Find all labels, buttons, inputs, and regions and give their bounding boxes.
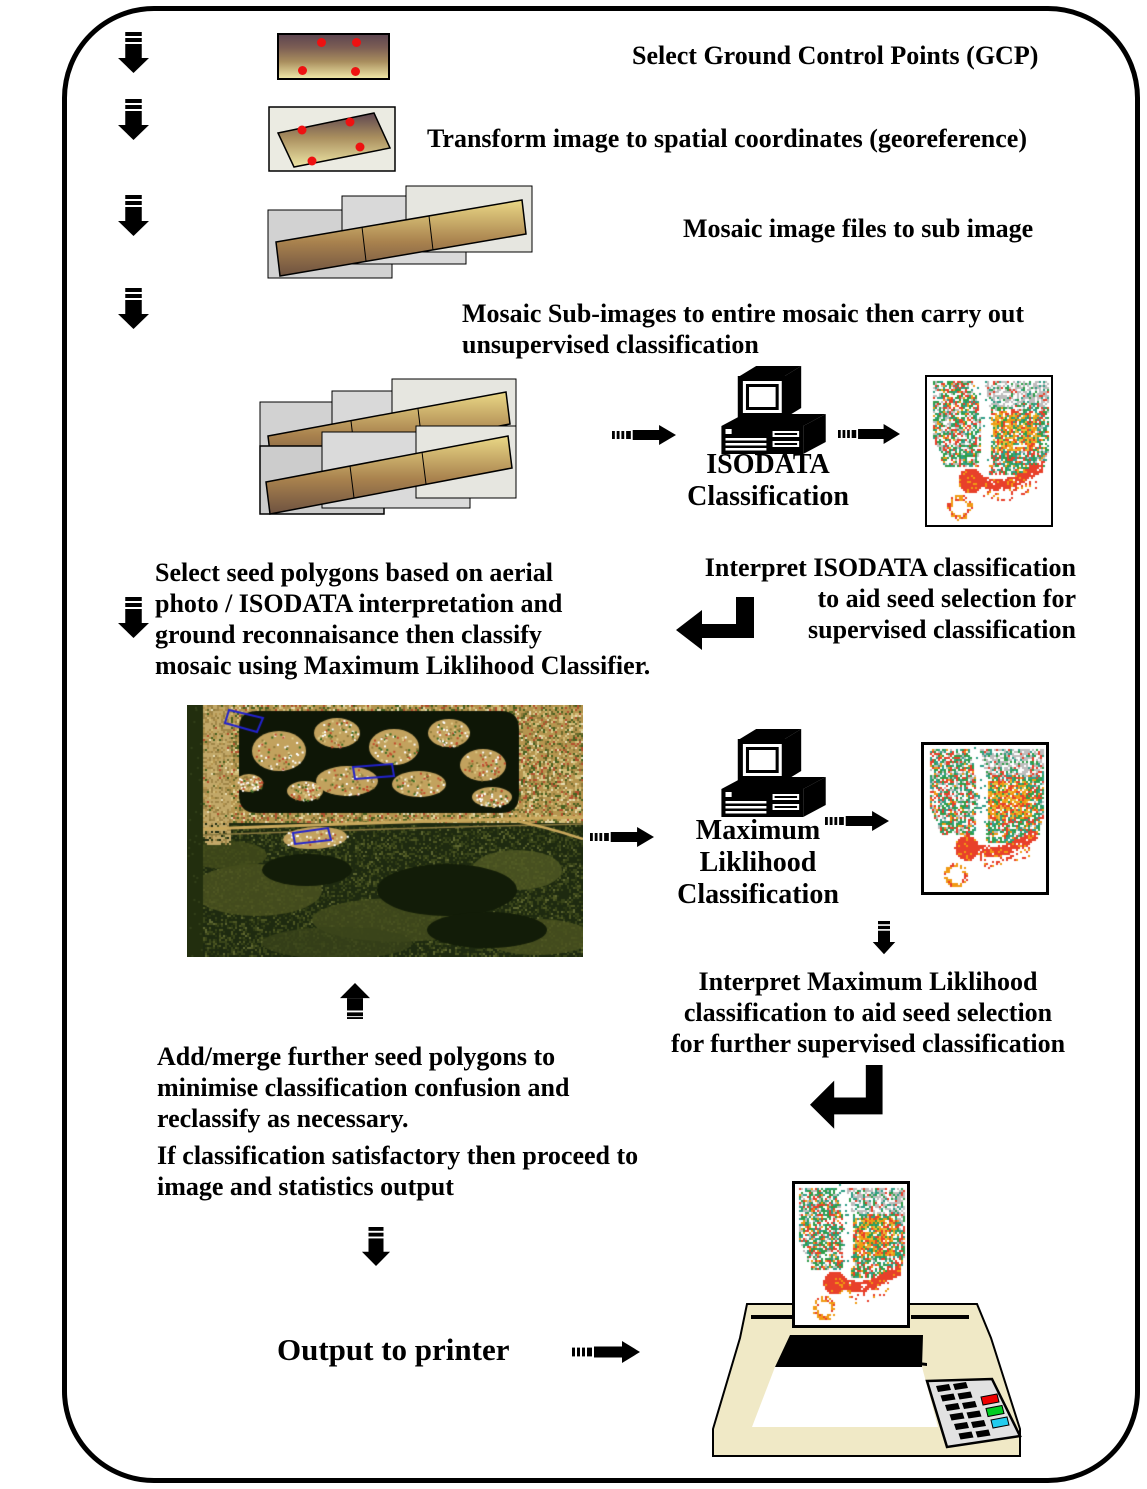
text-line: Liklihood — [699, 847, 817, 878]
label-interpret-isodata: Interpret ISODATA classification to aid … — [640, 552, 1076, 645]
label-select-gcp: Select Ground Control Points (GCP) — [632, 40, 1038, 71]
text-line: classification to aid seed selection — [683, 998, 1053, 1027]
gcp-point — [298, 66, 307, 75]
classified-map-canvas — [924, 745, 1046, 892]
gcp-point — [317, 38, 326, 47]
striped-down-arrow-icon — [361, 1227, 391, 1267]
text-line: Maximum — [695, 815, 821, 846]
text-line: image and statistics output — [157, 1172, 454, 1201]
text-line: Classification — [677, 879, 839, 910]
striped-right-arrow-icon — [572, 1341, 640, 1363]
aerial-photo-image — [187, 705, 583, 957]
text-line: minimise classification confusion and — [157, 1073, 570, 1102]
text-line: reclassify as necessary. — [157, 1104, 409, 1133]
flowchart-border — [62, 6, 1140, 1483]
text-line: Mosaic Sub-images to entire mosaic then … — [462, 299, 1025, 328]
label-georeference: Transform image to spatial coordinates (… — [427, 123, 1027, 154]
isodata-result-map — [925, 375, 1053, 527]
label-output-printer: Output to printer — [277, 1334, 510, 1365]
gcp-image — [277, 33, 390, 80]
mosaic-three-images — [267, 185, 533, 279]
printer-icon — [712, 1303, 1022, 1457]
text-line: Add/merge further seed polygons to — [157, 1042, 556, 1071]
text-line: If classification satisfactory then proc… — [157, 1141, 639, 1170]
text-line: to aid seed selection for — [817, 584, 1076, 613]
computer-icon — [703, 366, 838, 458]
georeferenced-image — [268, 106, 396, 172]
label-isodata: ISODATA Classification — [658, 449, 878, 513]
text-line: ground reconnaisance then classify — [155, 620, 542, 649]
elbow-left-arrow-icon — [676, 597, 762, 651]
text-line: for further supervised classification — [670, 1029, 1066, 1058]
label-max-lik: Maximum Liklihood Classification — [653, 815, 863, 911]
printed-map-page — [792, 1181, 910, 1328]
label-if-satisfactory: If classification satisfactory then proc… — [157, 1140, 638, 1202]
classified-map-canvas — [927, 377, 1051, 525]
computer-icon — [703, 729, 838, 821]
striped-down-arrow-icon — [117, 195, 150, 237]
text-line: Interpret Maximum Liklihood — [698, 967, 1038, 996]
striped-right-arrow-icon — [590, 827, 654, 847]
striped-down-arrow-icon — [117, 32, 150, 74]
text-line: Select seed polygons based on aerial — [155, 558, 553, 587]
striped-right-arrow-icon — [838, 424, 900, 444]
gcp-point — [351, 67, 360, 76]
striped-right-arrow-icon — [612, 425, 676, 445]
text-line: supervised classification — [808, 615, 1076, 644]
striped-down-arrow-icon — [872, 921, 896, 955]
label-interpret-max-lik: Interpret Maximum Liklihood classificati… — [648, 966, 1088, 1059]
elbow-left-arrow-icon — [810, 1065, 890, 1130]
text-line: ISODATA — [706, 449, 830, 480]
text-line: Classification — [687, 481, 849, 512]
gcp-point — [352, 38, 361, 47]
mosaic-six-images — [259, 378, 517, 515]
text-line: mosaic using Maximum Liklihood Classifie… — [155, 651, 651, 680]
striped-right-arrow-icon — [825, 811, 889, 831]
text-line: Interpret ISODATA classification — [704, 553, 1076, 582]
striped-up-arrow-icon — [339, 983, 371, 1019]
striped-down-arrow-icon — [117, 99, 150, 141]
text-line: Transform image to spatial coordinates (… — [427, 124, 1028, 153]
text-line: Select Ground Control Points (GCP) — [632, 41, 1039, 70]
label-add-merge: Add/merge further seed polygons to minim… — [157, 1041, 569, 1134]
text-line: photo / ISODATA interpretation and — [155, 589, 563, 618]
text-line: Mosaic image files to sub image — [683, 214, 1034, 243]
text-line: unsupervised classification — [462, 330, 759, 359]
striped-down-arrow-icon — [117, 288, 150, 330]
text-line: Output to printer — [277, 1332, 510, 1367]
label-mosaic-sub: Mosaic image files to sub image — [683, 213, 1033, 244]
classified-map-canvas — [795, 1184, 907, 1325]
label-seed-select: Select seed polygons based on aerial pho… — [155, 557, 650, 681]
striped-down-arrow-icon — [117, 597, 150, 639]
maxlik-result-map — [921, 742, 1049, 895]
label-mosaic-full: Mosaic Sub-images to entire mosaic then … — [462, 298, 1024, 360]
